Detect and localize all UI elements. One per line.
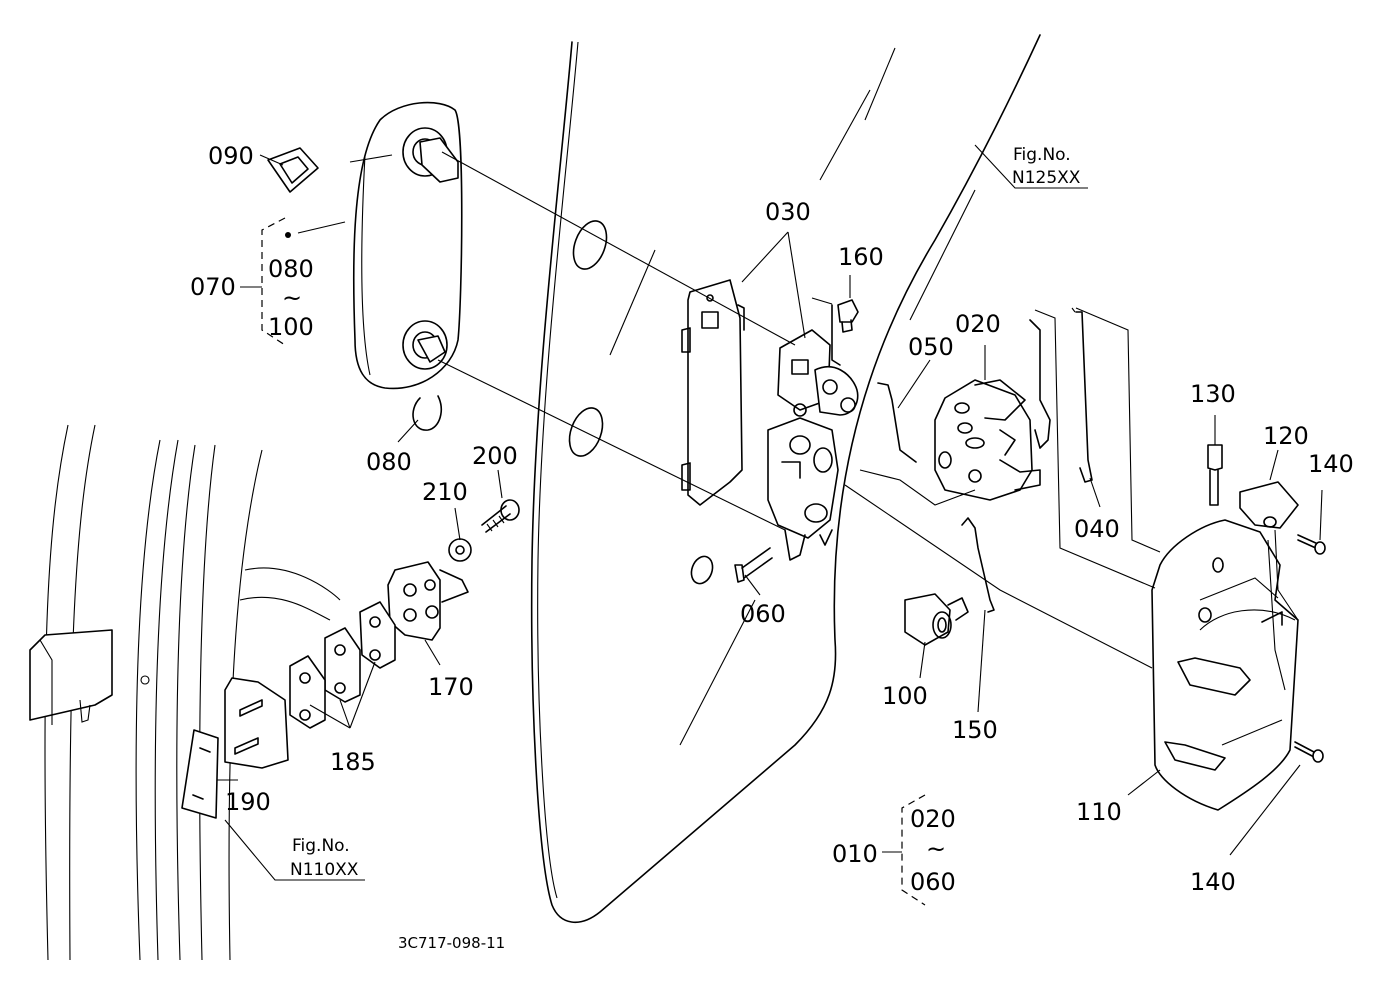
label-030: 030: [765, 198, 811, 226]
label-140-bottom: 140: [1190, 868, 1236, 896]
part-140-screw-top: [1297, 534, 1326, 555]
label-010: 010: [832, 840, 878, 868]
label-100-cylinder: 100: [882, 682, 928, 710]
label-070: 070: [190, 273, 236, 301]
label-160: 160: [838, 243, 884, 271]
part-040-rod: [1075, 311, 1093, 483]
cab-frame: [29, 424, 341, 961]
part-160-bolt: [837, 299, 859, 333]
label-140-top: 140: [1308, 450, 1354, 478]
range-brackets: [240, 217, 926, 906]
part-080-clip: [412, 395, 442, 431]
label-130: 130: [1190, 380, 1236, 408]
label-020: 020: [955, 310, 1001, 338]
leader-lines: [217, 144, 1323, 881]
label-150: 150: [952, 716, 998, 744]
label-080-clip: 080: [366, 448, 412, 476]
part-120-cap: [1239, 481, 1299, 529]
inner-door-handle: [352, 101, 463, 390]
label-200: 200: [472, 442, 518, 470]
fig-ref-upper: Fig.No. N125XX: [1012, 145, 1081, 188]
label-190: 190: [225, 788, 271, 816]
fig-ref-lower-title: Fig.No.: [292, 836, 350, 856]
part-140-screw-bottom: [1294, 741, 1324, 763]
fig-ref-upper-title: Fig.No.: [1013, 145, 1071, 165]
label-120: 120: [1263, 422, 1309, 450]
part-150-rod: [961, 517, 995, 613]
part-100-key-cylinder: [904, 593, 969, 646]
door-glass-panel: [530, 34, 1041, 924]
range-tilde-020-060: ~: [926, 835, 946, 863]
part-050-rod: [877, 382, 917, 463]
fig-ref-upper-number: N125XX: [1012, 168, 1081, 188]
label-060-range: 060: [910, 868, 956, 896]
part-170-striker: [387, 561, 469, 641]
part-labels: 090 070 080 ~ 100 080 030 160 020 050 04…: [190, 142, 1354, 896]
range-tilde-080-100: ~: [282, 284, 302, 312]
drawing-code: 3C717-098-11: [398, 934, 505, 952]
label-090: 090: [208, 142, 254, 170]
label-060: 060: [740, 600, 786, 628]
part-130-screw: [1207, 444, 1223, 506]
striker-mount-bracket: [224, 677, 289, 769]
part-200-bolt: [481, 499, 520, 533]
label-170: 170: [428, 673, 474, 701]
label-110: 110: [1076, 798, 1122, 826]
label-080: 080: [268, 255, 314, 283]
label-100: 100: [268, 313, 314, 341]
part-060-bolt: [734, 547, 773, 583]
part-020-lock: [934, 319, 1051, 501]
part-210-lock-washer: [448, 538, 472, 562]
part-110-outer-cover: [1151, 519, 1299, 811]
label-040: 040: [1074, 515, 1120, 543]
label-185: 185: [330, 748, 376, 776]
label-050: 050: [908, 333, 954, 361]
label-210: 210: [422, 478, 468, 506]
part-090-gasket: [267, 147, 319, 193]
latch-bracket: [767, 304, 859, 561]
part-185-shims: [289, 601, 396, 729]
part-190-plate: [181, 729, 219, 819]
door-hinge-plate: [29, 629, 113, 721]
label-020-range: 020: [910, 805, 956, 833]
fig-ref-lower: Fig.No. N110XX: [290, 836, 359, 880]
fig-ref-lower-number: N110XX: [290, 860, 359, 880]
part-030-plate: [681, 279, 745, 506]
